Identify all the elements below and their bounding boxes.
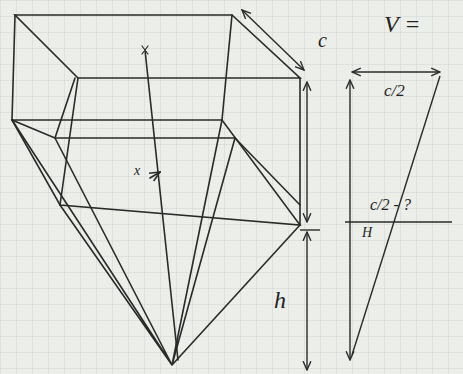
height-label: h [274,288,286,312]
frustum-drawing [12,15,300,365]
dimension-label: c [318,30,327,50]
dimension-label: c/2 - ? [370,197,411,213]
point-label: H [362,226,372,240]
dimension-label: c/2 [384,82,405,99]
axis-label: x [134,164,140,178]
dimension-lines [242,10,452,370]
formula-label: V = [384,12,420,36]
